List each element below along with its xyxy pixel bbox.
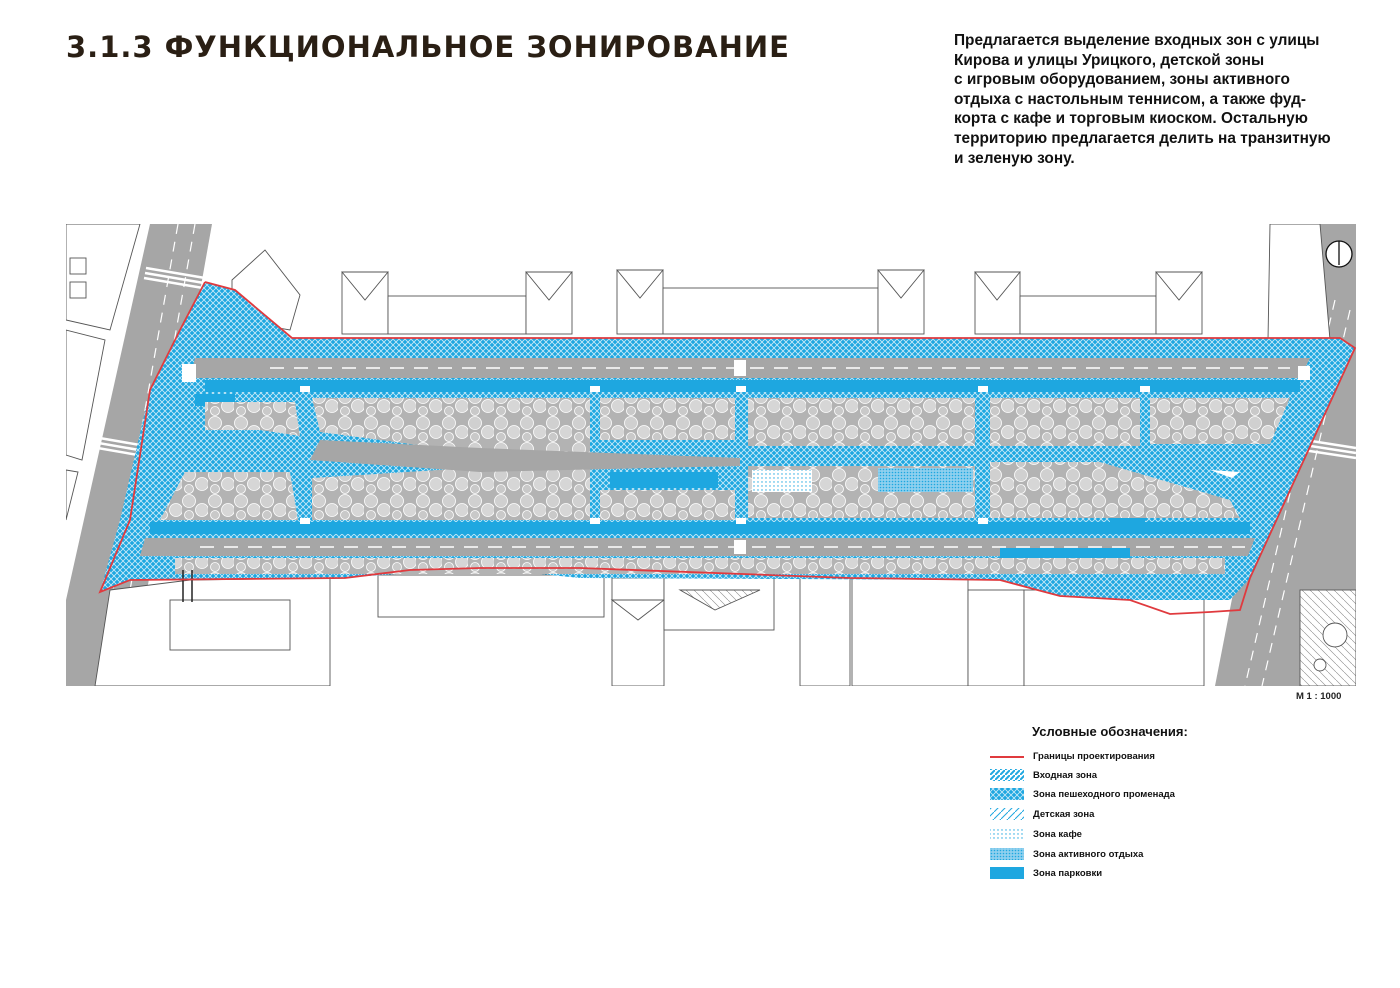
legend-swatch-cafe xyxy=(990,828,1024,840)
description-line: корта с кафе и торговым киоском. Остальн… xyxy=(954,110,1308,128)
left-crosswalk xyxy=(85,266,206,457)
legend-swatches xyxy=(990,756,1024,879)
legend-swatch-parking xyxy=(990,867,1024,879)
description-line: с игровым оборудованием, зоны активного xyxy=(954,71,1290,89)
right-street-lane-markings xyxy=(1244,299,1351,686)
page-title: 3.1.3 ФУНКЦИОНАЛЬНОЕ ЗОНИРОВАНИЕ xyxy=(66,30,790,64)
legend-item-label: Детская зона xyxy=(1033,809,1095,820)
left-buildings xyxy=(66,224,141,521)
legend-item-label: Зона парковки xyxy=(1033,868,1103,879)
design-boundary xyxy=(98,281,1356,615)
description-line: и зеленую зону. xyxy=(954,149,1075,167)
legend-swatch-entrance xyxy=(990,769,1024,781)
right-buildings xyxy=(1267,224,1356,686)
description-line: территорию предлагается делить на транзи… xyxy=(954,129,1331,147)
legend-item: Зона парковки xyxy=(990,867,1250,881)
legend-item-label: Входная зона xyxy=(1033,770,1098,781)
legend-item: Входная зона xyxy=(990,769,1250,783)
plan-drawing xyxy=(66,224,1356,686)
scale-label: М 1 : 1000 xyxy=(1296,691,1342,702)
legend-item-label: Границы проектирования xyxy=(1033,751,1155,762)
bottom-buildings xyxy=(94,574,1205,686)
central-wedge xyxy=(310,440,740,472)
traffic-island xyxy=(1210,470,1240,478)
legend-item-label: Зона активного отдыха xyxy=(1033,849,1144,860)
legend-item-label: Зона кафе xyxy=(1033,829,1082,840)
legend-item: Зона кафе xyxy=(990,828,1250,842)
zoning-description: Предлагается выделение входных зон с ули… xyxy=(954,31,1374,168)
active-rest-zone xyxy=(878,468,973,492)
right-crosswalk xyxy=(1302,438,1356,460)
legend-swatch-promenade xyxy=(990,788,1024,800)
legend-swatch-children xyxy=(990,808,1024,820)
top-buildings xyxy=(231,249,1203,335)
description-line: отдыха с настольным теннисом, а также фу… xyxy=(954,90,1306,108)
description-line: Предлагается выделение входных зон с ули… xyxy=(954,32,1320,49)
legend-title: Условные обозначения: xyxy=(1032,724,1188,739)
legend-item: Детская зона xyxy=(990,808,1250,822)
legend-item: Зона активного отдыха xyxy=(990,848,1250,862)
cafe-zone xyxy=(752,470,812,492)
pedestrian-crossings xyxy=(182,360,1310,554)
north-arrow-icon xyxy=(1325,240,1353,268)
description-line: Кирова и улицы Урицкого, детской зоны xyxy=(954,51,1265,69)
south-road xyxy=(140,538,1255,556)
legend-item: Зона пешеходного променада xyxy=(990,788,1250,802)
legend-item: Границы проектирования xyxy=(990,750,1250,764)
legend-item-label: Зона пешеходного променада xyxy=(1033,789,1175,800)
legend-swatch-active-rest xyxy=(990,848,1024,860)
